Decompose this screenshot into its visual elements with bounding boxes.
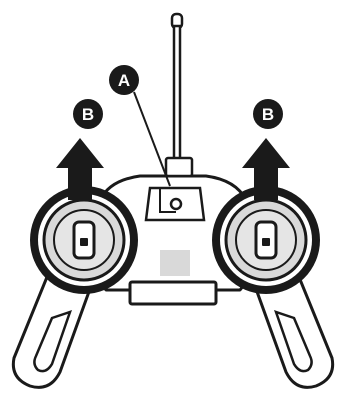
right-stick[interactable] [212, 186, 320, 294]
callout-b-left-label: B [82, 105, 94, 124]
callout-b-left: B [73, 99, 103, 129]
antenna [172, 14, 182, 176]
callout-a: A [109, 65, 139, 95]
callout-a-label: A [118, 71, 130, 90]
power-switch-housing [146, 158, 204, 220]
callout-b-right-label: B [262, 105, 274, 124]
callout-b-right: B [253, 99, 283, 129]
power-switch[interactable] [171, 199, 181, 209]
callout-a-leader [134, 92, 170, 186]
left-stick[interactable] [30, 186, 138, 294]
